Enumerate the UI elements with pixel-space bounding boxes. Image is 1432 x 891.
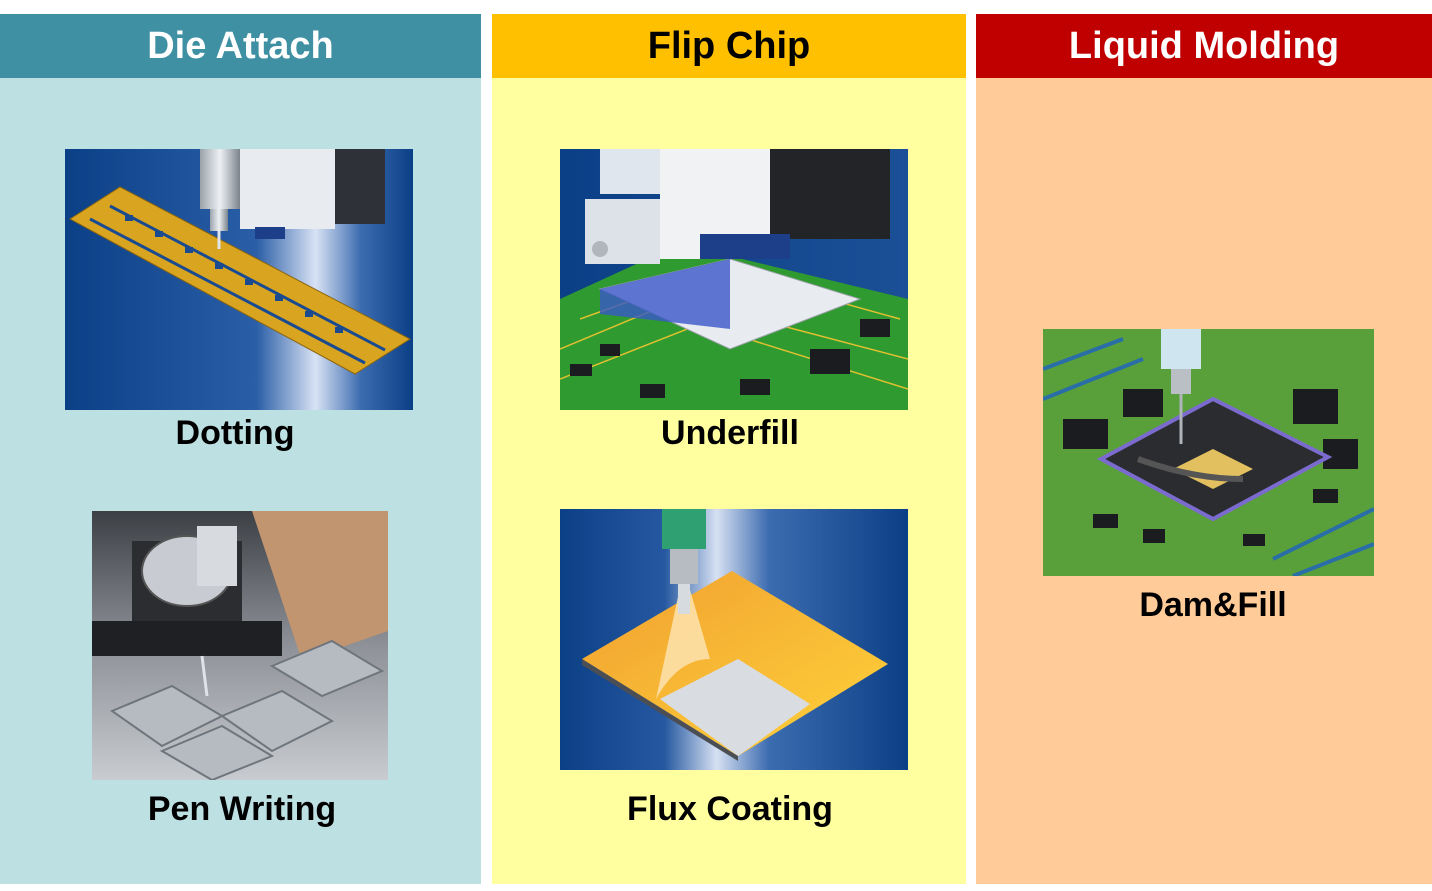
flux-coating-illustration [560,509,908,770]
column-header-die-attach: Die Attach [0,14,481,78]
column-flip-chip: Flip Chip [492,14,966,884]
column-title: Flip Chip [647,24,811,67]
caption-underfill: Underfill [661,414,799,452]
caption-pen-writing: Pen Writing [147,790,337,828]
column-liquid-molding: Liquid Molding Dam&Fill [976,14,1432,884]
caption-dotting: Dotting [175,414,295,452]
underfill-illustration [560,149,908,410]
column-die-attach: Die Attach [0,14,481,884]
column-title: Die Attach [147,24,334,67]
column-header-liquid-molding: Liquid Molding [976,14,1432,78]
caption-flux-coating: Flux Coating [627,790,833,828]
caption-dam-fill: Dam&Fill [1139,586,1287,624]
column-header-flip-chip: Flip Chip [492,14,966,78]
pen-writing-illustration [92,511,388,780]
dotting-illustration [65,149,413,410]
column-title: Liquid Molding [1068,24,1340,67]
dam-fill-illustration [1043,329,1374,576]
